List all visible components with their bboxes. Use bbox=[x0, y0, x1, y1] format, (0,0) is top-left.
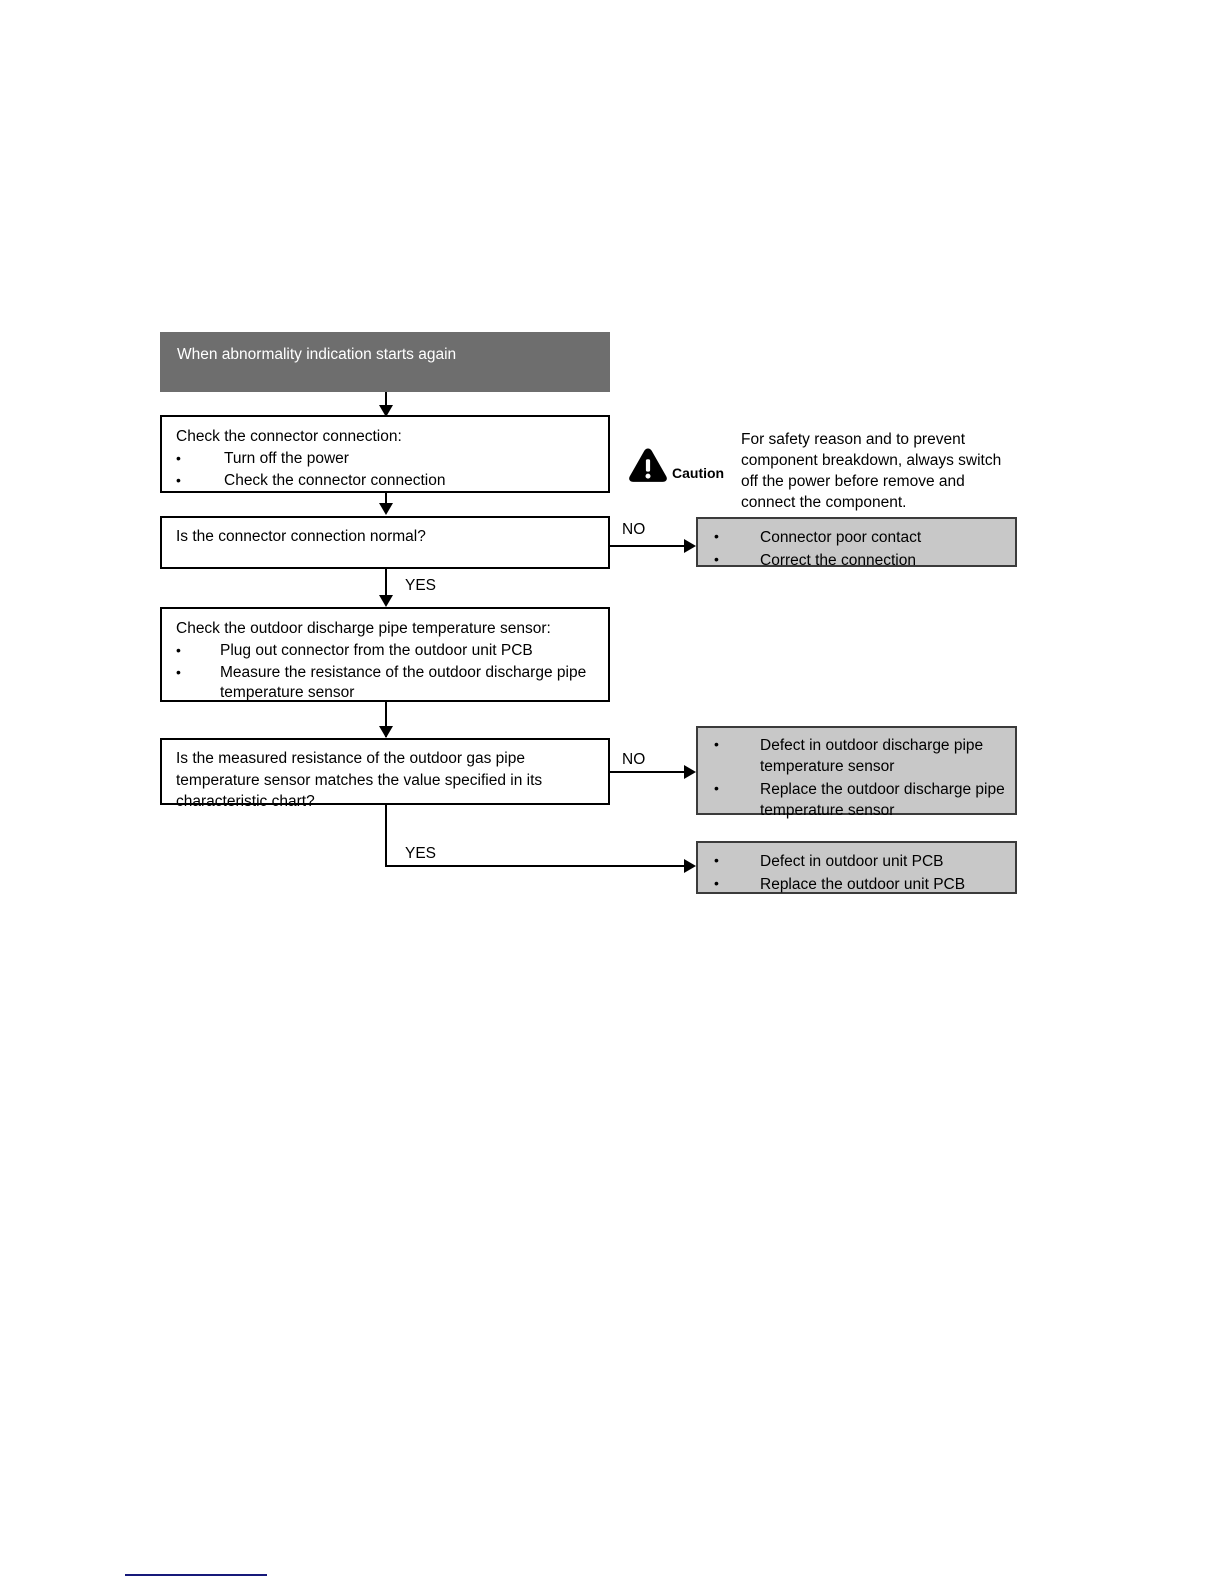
edge-label-yes-1: YES bbox=[405, 577, 437, 594]
decision-box-connector-normal: Is the connector connection normal? bbox=[160, 516, 610, 569]
result-box-defect-sensor: Defect in outdoor discharge pipe tempera… bbox=[696, 726, 1017, 819]
arrowhead-decision2-no bbox=[684, 765, 696, 779]
arrowhead-decision1-yes bbox=[379, 595, 393, 607]
arrowhead-step1-decision1 bbox=[379, 503, 393, 515]
result-bullet-list: Defect in outdoor unit PCB Replace the o… bbox=[714, 850, 1007, 897]
connector-header-step1 bbox=[385, 392, 387, 414]
process-lead-text: Check the outdoor discharge pipe tempera… bbox=[176, 620, 551, 637]
caution-text: For safety reason and to prevent compone… bbox=[741, 431, 1002, 511]
process-bullet-list: Plug out connector from the outdoor unit… bbox=[176, 640, 594, 705]
process-bullet-list: Turn off the power Check the connector c… bbox=[176, 448, 600, 492]
list-item: Connector poor contact bbox=[714, 526, 1007, 548]
warning-triangle-icon bbox=[628, 447, 668, 483]
arrowhead-header-step1 bbox=[379, 405, 393, 417]
process-lead-text: Check the connector connection: bbox=[176, 428, 402, 445]
footer-rule bbox=[125, 1574, 267, 1576]
list-item: Plug out connector from the outdoor unit… bbox=[176, 640, 594, 662]
list-item: Defect in outdoor discharge pipe tempera… bbox=[714, 734, 1007, 777]
flow-header-label: When abnormality indication starts again bbox=[177, 346, 457, 363]
connector-decision2-yes-horizontal bbox=[385, 865, 688, 867]
flow-header-box: When abnormality indication starts again bbox=[160, 332, 610, 392]
arrowhead-decision2-yes bbox=[684, 859, 696, 873]
decision-question-text: Is the measured resistance of the outdoo… bbox=[176, 750, 543, 810]
result-box-connector-poor-contact: Connector poor contact Correct the conne… bbox=[696, 517, 1017, 570]
connector-decision2-yes-vertical bbox=[385, 805, 387, 867]
list-item: Turn off the power bbox=[176, 448, 600, 470]
list-item: Check the connector connection bbox=[176, 470, 600, 492]
connector-step1-decision1 bbox=[385, 493, 387, 511]
list-item: Replace the outdoor unit PCB bbox=[714, 873, 1007, 895]
caution-label: Caution bbox=[672, 465, 725, 481]
connector-decision1-no bbox=[610, 545, 688, 547]
connector-decision2-no bbox=[610, 771, 688, 773]
edge-label-no-1: NO bbox=[622, 521, 646, 538]
edge-label-no-2: NO bbox=[622, 751, 646, 768]
result-bullet-list: Defect in outdoor discharge pipe tempera… bbox=[714, 734, 1007, 823]
connector-decision1-yes bbox=[385, 569, 387, 604]
arrowhead-decision1-no bbox=[684, 539, 696, 553]
result-box-defect-pcb: Defect in outdoor unit PCB Replace the o… bbox=[696, 841, 1017, 894]
list-item: Replace the outdoor discharge pipe tempe… bbox=[714, 778, 1007, 821]
decision-box-resistance-match: Is the measured resistance of the outdoo… bbox=[160, 738, 610, 810]
result-bullet-list: Connector poor contact Correct the conne… bbox=[714, 526, 1007, 573]
arrowhead-step2-decision2 bbox=[379, 726, 393, 738]
connector-step2-decision2 bbox=[385, 702, 387, 737]
decision-question-text: Is the connector connection normal? bbox=[176, 528, 426, 545]
edge-label-yes-2: YES bbox=[405, 845, 437, 862]
list-item: Correct the connection bbox=[714, 549, 1007, 571]
process-box-check-sensor: Check the outdoor discharge pipe tempera… bbox=[160, 607, 610, 702]
list-item: Defect in outdoor unit PCB bbox=[714, 850, 1007, 872]
list-item: Measure the resistance of the outdoor di… bbox=[176, 662, 594, 704]
process-box-check-connector: Check the connector connection: Turn off… bbox=[160, 415, 610, 493]
caution-note: Caution For safety reason and to prevent… bbox=[628, 425, 1018, 511]
